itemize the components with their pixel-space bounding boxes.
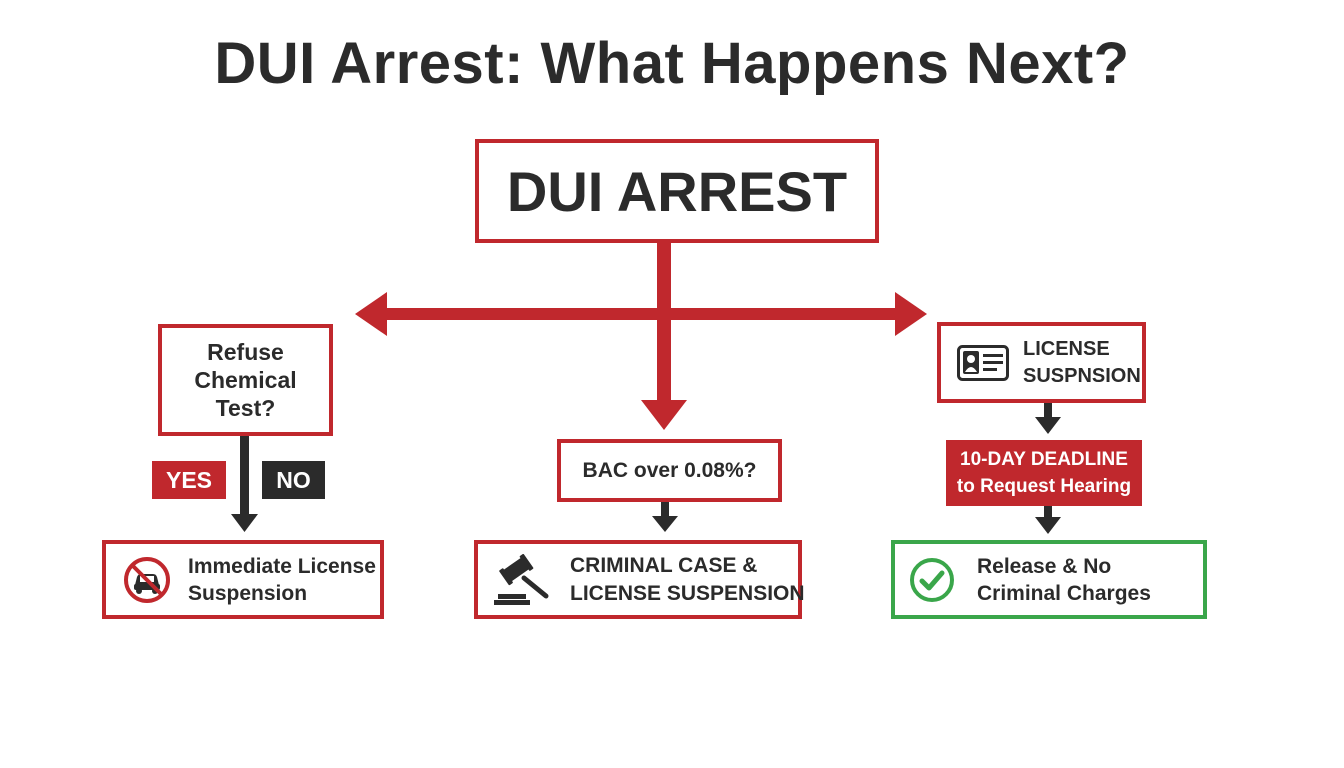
- left-down-arrowhead: [231, 514, 258, 532]
- refuse-test-line-1: Refuse: [207, 339, 284, 365]
- criminal-case-node: CRIMINAL CASE & LICENSE SUSPENSION: [474, 540, 805, 619]
- refuse-test-node: Refuse Chemical Test?: [158, 324, 333, 436]
- license-suspension-line-1: LICENSE: [1023, 337, 1110, 360]
- horizontal-arrow-shaft: [380, 308, 900, 320]
- license-suspension-text: LICENSE SUSPNSION: [1023, 336, 1141, 390]
- center-down-shaft: [661, 502, 669, 518]
- bac-label: BAC over 0.08%?: [582, 458, 757, 482]
- release-node: Release & No Criminal Charges: [891, 540, 1207, 619]
- deadline-node: 10-DAY DEADLINE to Request Hearing: [946, 440, 1142, 506]
- release-line-2: Criminal Charges: [977, 581, 1151, 605]
- left-down-shaft: [240, 436, 249, 516]
- refuse-test-line-2: Chemical: [194, 367, 297, 393]
- gavel-icon: [494, 553, 556, 606]
- dui-arrest-label: DUI ARREST: [506, 159, 848, 223]
- immediate-suspension-line-1: Immediate License: [188, 554, 376, 578]
- license-suspension-node: LICENSE SUSPNSION: [937, 322, 1146, 403]
- right-arrowhead: [895, 292, 927, 336]
- criminal-case-text: CRIMINAL CASE & LICENSE SUSPENSION: [570, 552, 805, 608]
- yes-label: YES: [165, 466, 213, 493]
- license-suspension-line-2: SUSPNSION: [1023, 364, 1141, 387]
- center-down-arrowhead: [652, 516, 678, 532]
- center-arrowhead: [641, 400, 687, 430]
- right-down-shaft-2: [1044, 506, 1052, 520]
- refuse-test-line-3: Test?: [215, 395, 276, 421]
- yes-tag: YES: [152, 461, 226, 499]
- immediate-suspension-line-2: Suspension: [188, 581, 308, 605]
- deadline-line-1: 10-DAY DEADLINE: [960, 449, 1128, 470]
- deadline-line-2: to Request Hearing: [956, 476, 1132, 497]
- right-down-arrowhead-1: [1035, 417, 1061, 434]
- immediate-suspension-node: Immediate License Suspension: [102, 540, 384, 619]
- dui-arrest-node: DUI ARREST: [475, 139, 879, 243]
- left-arrowhead: [355, 292, 387, 336]
- center-arrow-shaft: [657, 242, 671, 402]
- no-driving-icon: [122, 555, 172, 605]
- checkmark-icon: [909, 557, 955, 603]
- right-down-shaft-1: [1044, 403, 1052, 419]
- release-text: Release & No Criminal Charges: [977, 553, 1151, 607]
- page-title: DUI Arrest: What Happens Next?: [214, 31, 1130, 96]
- immediate-suspension-text: Immediate License Suspension: [188, 553, 376, 607]
- no-tag: NO: [262, 461, 325, 499]
- no-label: NO: [276, 466, 311, 493]
- release-line-1: Release & No: [977, 554, 1112, 578]
- criminal-case-line-2: LICENSE SUSPENSION: [570, 581, 805, 605]
- id-card-icon: [957, 344, 1009, 381]
- right-down-arrowhead-2: [1035, 517, 1061, 534]
- criminal-case-line-1: CRIMINAL CASE &: [570, 553, 758, 577]
- bac-node: BAC over 0.08%?: [557, 439, 782, 502]
